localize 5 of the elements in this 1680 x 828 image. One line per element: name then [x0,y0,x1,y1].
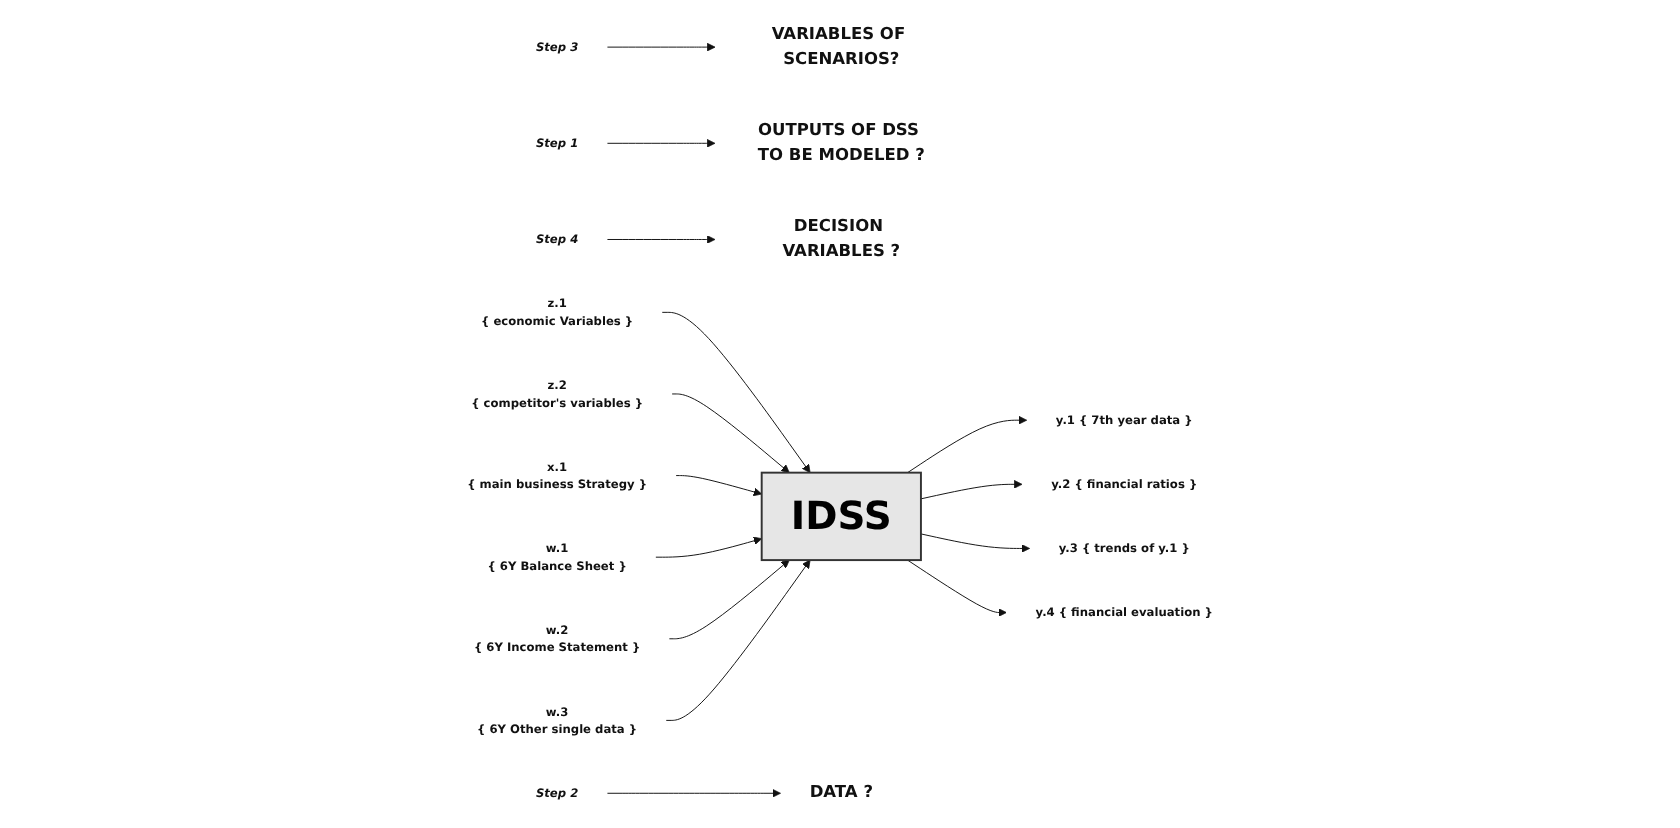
node-text: OUTPUTS OF DSS TO BE MODELED ? [757,120,925,165]
node-text: VARIABLES OF SCENARIOS? [771,24,906,69]
node-text: DATA ? [809,782,873,803]
node-text: DECISION VARIABLES ? [782,216,901,261]
node-box: IDSS [760,471,922,562]
